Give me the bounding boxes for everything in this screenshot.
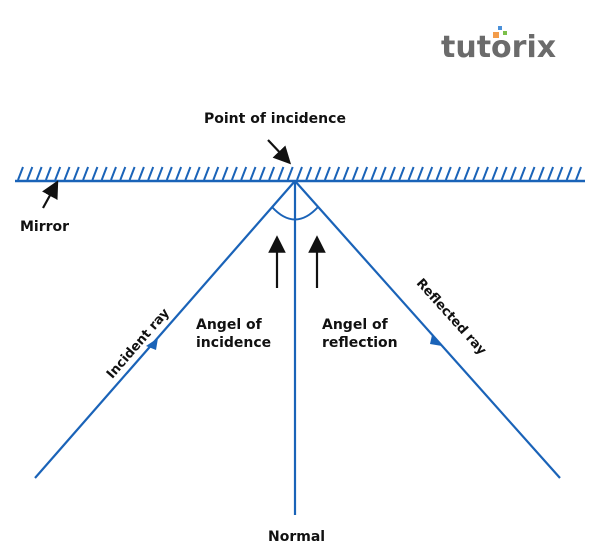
mirror-hatch-mark <box>305 166 313 181</box>
mirror-hatch-mark <box>258 166 266 181</box>
normal-label: Normal <box>268 529 326 545</box>
point-of-incidence-label: Point of incidence <box>204 111 346 127</box>
mirror-hatch-mark <box>17 166 24 181</box>
mirror-hatch-mark <box>26 166 34 181</box>
reflected-direction-arrow-icon <box>430 335 442 346</box>
mirror-hatch-mark <box>547 166 555 181</box>
mirror-hatch-mark <box>389 166 396 181</box>
angle-incidence-label-line2: incidence <box>196 335 272 351</box>
mirror-hatch-mark <box>435 166 443 181</box>
mirror-hatch-mark <box>72 166 80 181</box>
logo-dot-blue <box>498 26 502 30</box>
mirror-hatch-mark <box>500 166 508 181</box>
mirror-hatch-mark <box>35 166 43 181</box>
mirror-hatch-mark <box>137 166 145 181</box>
mirror-hatch-mark <box>82 166 90 181</box>
mirror-hatch-mark <box>156 166 164 181</box>
angle-incidence-label-line1: Angel of <box>196 317 262 333</box>
mirror-hatch-mark <box>193 166 201 181</box>
mirror-hatch-mark <box>110 166 117 181</box>
mirror-hatch-mark <box>240 166 248 181</box>
mirror-hatch-mark <box>230 166 238 181</box>
mirror-hatch-mark <box>407 166 415 181</box>
mirror-hatch-mark <box>361 166 369 181</box>
logo-dot-green <box>503 31 507 35</box>
mirror-hatch-mark <box>277 166 285 181</box>
mirror-hatch-mark <box>379 166 387 181</box>
mirror-hatch-mark <box>286 166 294 181</box>
mirror-hatch-mark <box>249 166 257 181</box>
mirror-hatch-mark <box>482 166 489 181</box>
mirror-hatch-mark <box>370 166 378 181</box>
incident-ray-line <box>34 180 296 479</box>
mirror-hatch-mark <box>416 166 424 181</box>
incident-direction-arrow-icon <box>146 338 158 350</box>
angle-reflection-label-line1: Angel of <box>322 317 388 333</box>
mirror-hatch-mark <box>63 166 71 181</box>
mirror-hatch-mark <box>184 166 192 181</box>
mirror-hatch-mark <box>556 166 564 181</box>
mirror-hatch-mark <box>147 166 155 181</box>
mirror-hatch-mark <box>119 166 127 181</box>
mirror-hatch-mark <box>472 166 480 181</box>
mirror-hatch-mark <box>463 166 471 181</box>
mirror-hatch-mark <box>575 166 582 181</box>
angle-arc <box>271 206 319 221</box>
mirror-hatch-mark <box>54 166 62 181</box>
mirror-hatching <box>17 166 582 181</box>
mirror-hatch-mark <box>444 166 452 181</box>
mirror-hatch-mark <box>342 166 350 181</box>
angle-reflection-label-line2: reflection <box>322 335 398 351</box>
mirror-hatch-mark <box>509 166 517 181</box>
mirror-hatch-mark <box>323 166 331 181</box>
logo-dot-orange <box>493 32 499 38</box>
mirror-hatch-mark <box>528 166 536 181</box>
mirror-hatch-mark <box>296 166 303 181</box>
mirror-hatch-mark <box>537 166 545 181</box>
point-of-incidence-arrow-icon <box>267 139 292 165</box>
mirror-hatch-mark <box>203 166 210 181</box>
mirror-hatch-mark <box>565 166 573 181</box>
tutorix-logo: tutorix <box>441 30 557 65</box>
mirror-hatch-mark <box>221 166 229 181</box>
mirror-hatch-mark <box>426 166 434 181</box>
mirror-hatch-mark <box>454 166 462 181</box>
mirror-hatch-mark <box>128 166 136 181</box>
mirror-hatch-mark <box>165 166 173 181</box>
mirror-hatch-mark <box>333 166 341 181</box>
mirror-hatch-mark <box>398 166 406 181</box>
mirror-hatch-mark <box>268 166 276 181</box>
mirror-hatch-mark <box>351 166 359 181</box>
mirror-hatch-mark <box>314 166 322 181</box>
mirror-arrow-icon <box>42 180 59 209</box>
mirror-hatch-mark <box>175 166 183 181</box>
mirror-hatch-mark <box>100 166 108 181</box>
mirror-hatch-mark <box>519 166 527 181</box>
mirror-label: Mirror <box>20 219 70 235</box>
mirror-hatch-mark <box>44 166 52 181</box>
mirror-hatch-mark <box>491 166 499 181</box>
reflected-ray-line <box>294 180 561 479</box>
mirror-hatch-mark <box>212 166 220 181</box>
mirror-hatch-mark <box>91 166 99 181</box>
